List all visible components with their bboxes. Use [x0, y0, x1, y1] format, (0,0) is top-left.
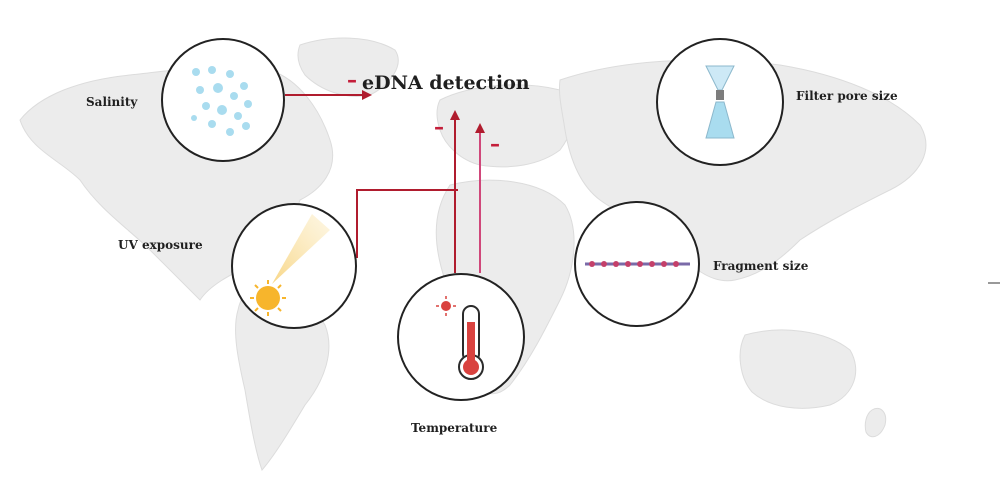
fragment-size-label: Fragment size [713, 259, 809, 273]
water-drops-icon [191, 66, 252, 136]
dna-fragment-icon [585, 261, 690, 267]
uv-beam [272, 214, 330, 284]
funnel-filter-icon [705, 65, 735, 139]
sun-icon [250, 280, 286, 316]
map-australia [739, 329, 857, 409]
uv-negative-effect: – [434, 115, 444, 139]
edna-detection-title: eDNA detection [362, 72, 530, 94]
map-new-zealand [864, 407, 887, 438]
map-south-america [235, 288, 330, 471]
temperature-negative-effect: – [490, 132, 500, 156]
small-sun-icon [436, 296, 456, 316]
filter-pore-size-label: Filter pore size [796, 89, 898, 103]
salinity-node [161, 38, 285, 162]
arrow-uv-to-edna [356, 189, 458, 258]
fragment-size-node [574, 201, 700, 327]
map-greenland [297, 37, 399, 97]
map-europe [436, 84, 574, 168]
world-map [19, 37, 927, 471]
uv-exposure-node [231, 203, 357, 329]
uv-exposure-label: UV exposure [118, 238, 203, 252]
thermometer-icon [458, 305, 484, 380]
temperature-label: Temperature [411, 421, 498, 435]
temperature-node [397, 273, 525, 401]
salinity-label: Salinity [86, 95, 138, 109]
arrows [285, 90, 485, 273]
salinity-negative-effect: – [347, 68, 357, 92]
filter-pore-size-node [656, 38, 784, 166]
